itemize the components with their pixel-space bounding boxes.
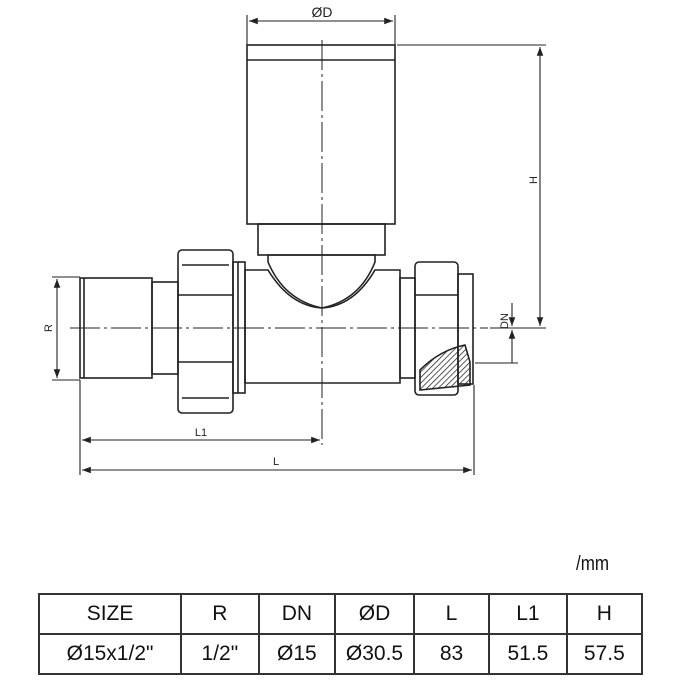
cell-h: 57.5 <box>565 633 644 675</box>
header-diameter: ØD <box>334 593 415 635</box>
dim-label-nominal: DN <box>499 313 511 329</box>
dim-label-length1: L1 <box>195 427 207 439</box>
unit-label: /mm <box>576 553 610 575</box>
table-header-row: SIZE R DN ØD L L1 H <box>37 593 644 635</box>
cell-size: Ø15x1/2" <box>37 633 183 675</box>
valve-technical-drawing: ØD H R DN L1 L <box>43 4 546 475</box>
header-r: R <box>180 593 260 635</box>
header-dn: DN <box>257 593 337 635</box>
valve-cap <box>246 44 396 225</box>
dim-label-height: H <box>528 176 540 184</box>
dim-label-diameter: ØD <box>312 4 333 20</box>
header-l: L <box>412 593 491 635</box>
header-size: SIZE <box>37 593 183 635</box>
header-h: H <box>565 593 644 635</box>
dim-label-length: L <box>273 456 279 468</box>
cell-dn: Ø15 <box>257 633 337 675</box>
cell-l: 83 <box>412 633 491 675</box>
valve-body <box>244 269 401 384</box>
cell-diameter: Ø30.5 <box>334 633 415 675</box>
cell-l1: 51.5 <box>488 633 568 675</box>
dimensions-table: SIZE R DN ØD L L1 H Ø15x1/2" 1/2" Ø15 Ø3… <box>37 593 644 675</box>
left-union-nut <box>177 249 234 414</box>
dim-label-thread: R <box>43 324 55 332</box>
cell-r: 1/2" <box>180 633 260 675</box>
header-l1: L1 <box>488 593 568 635</box>
table-row: Ø15x1/2" 1/2" Ø15 Ø30.5 83 51.5 57.5 <box>37 633 644 675</box>
